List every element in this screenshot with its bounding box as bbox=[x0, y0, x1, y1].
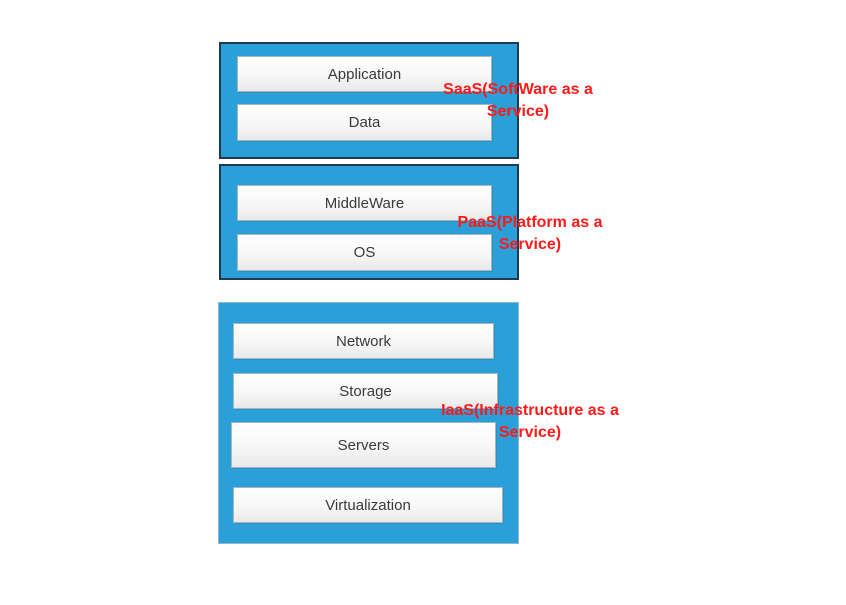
saas-label-line1: SaaS(SoftWare as a bbox=[443, 81, 593, 98]
network-box: Network bbox=[233, 323, 494, 359]
paas-label-line2: Service) bbox=[498, 236, 562, 253]
data-box: Data bbox=[237, 104, 492, 141]
servers-box: Servers bbox=[231, 422, 496, 468]
saas-label-line2: Service) bbox=[486, 103, 550, 120]
saas-layer: Application Data bbox=[219, 42, 519, 159]
iaas-layer: Network Storage Servers Virtualization bbox=[218, 302, 519, 544]
os-box: OS bbox=[237, 234, 492, 271]
iaas-label: IaaS(Infrastructure as a Service) bbox=[420, 400, 640, 444]
iaas-label-line1: IaaS(Infrastructure as a bbox=[441, 402, 619, 419]
paas-label-line1: PaaS(Platform as a bbox=[457, 214, 603, 231]
paas-layer: MiddleWare OS bbox=[219, 164, 519, 280]
virtualization-box: Virtualization bbox=[233, 487, 503, 523]
application-box: Application bbox=[237, 56, 492, 92]
iaas-label-line2: Service) bbox=[498, 424, 562, 441]
middleware-box: MiddleWare bbox=[237, 185, 492, 221]
paas-label: PaaS(Platform as a Service) bbox=[440, 212, 620, 256]
storage-box: Storage bbox=[233, 373, 498, 409]
saas-label: SaaS(SoftWare as a Service) bbox=[422, 79, 614, 123]
